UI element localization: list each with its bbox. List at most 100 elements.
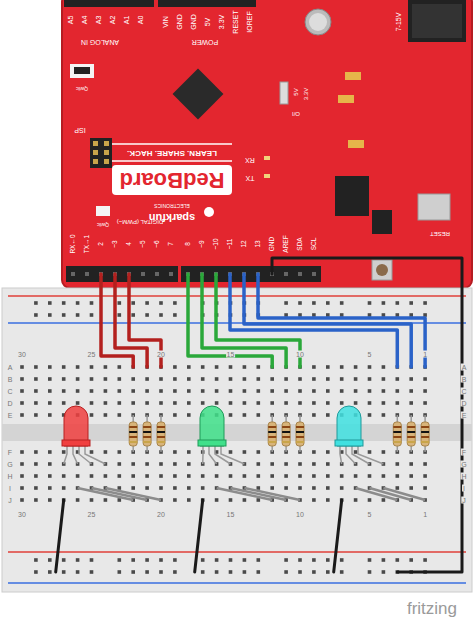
resistor-symbol xyxy=(407,422,415,446)
breadboard-hole xyxy=(118,365,122,369)
breadboard-hole xyxy=(368,301,372,305)
breadboard-hole xyxy=(62,450,66,454)
breadboard-hole xyxy=(354,389,358,393)
breadboard-hole xyxy=(326,570,330,574)
logo-box xyxy=(112,165,232,195)
breadboard-hole xyxy=(159,558,163,562)
resistor-band xyxy=(282,426,290,428)
pin-label: 5V xyxy=(204,18,211,27)
pin-label: 2 xyxy=(98,242,105,246)
breadboard-hole xyxy=(284,486,288,490)
resistor-band xyxy=(268,431,276,433)
section-label: ANALOG IN xyxy=(81,39,119,46)
column-number: 20 xyxy=(156,351,166,358)
breadboard-hole xyxy=(215,377,219,381)
section-label: POWER xyxy=(192,39,218,46)
breadboard-hole xyxy=(396,558,400,562)
led-leg xyxy=(340,446,342,464)
breadboard-hole xyxy=(270,389,274,393)
breadboard-hole xyxy=(284,301,288,305)
resistor-band xyxy=(129,436,137,438)
breadboard-hole xyxy=(118,389,122,393)
breadboard-hole xyxy=(368,474,372,478)
voltage-switch xyxy=(280,82,288,104)
resistor-band xyxy=(296,436,304,438)
breadboard-hole xyxy=(298,570,302,574)
breadboard-hole xyxy=(382,558,386,562)
breadboard-hole xyxy=(257,474,261,478)
pin-label: ~9 xyxy=(199,240,206,247)
breadboard-hole xyxy=(34,401,38,405)
breadboard-hole xyxy=(131,301,135,305)
usb-connector xyxy=(418,194,450,220)
led-leg xyxy=(358,446,383,464)
breadboard-hole xyxy=(409,462,413,466)
breadboard-hole xyxy=(201,558,205,562)
breadboard-hole xyxy=(368,401,372,405)
resistor-band xyxy=(129,426,137,428)
breadboard-hole xyxy=(396,389,400,393)
pin-label: 4 xyxy=(126,242,133,246)
breadboard-hole xyxy=(284,474,288,478)
breadboard-hole xyxy=(187,413,191,417)
watermark: fritzing xyxy=(407,600,457,617)
resistor-band xyxy=(157,431,165,433)
breadboard-hole xyxy=(145,462,149,466)
breadboard-hole xyxy=(354,498,358,502)
brand-name: ELECTRONICS xyxy=(154,203,190,208)
breadboard-hole xyxy=(423,462,427,466)
resistor-symbol xyxy=(296,422,304,446)
breadboard-hole xyxy=(215,401,219,405)
breadboard-hole xyxy=(62,558,66,562)
breadboard-hole xyxy=(284,570,288,574)
breadboard-hole xyxy=(76,474,80,478)
header-pin xyxy=(312,272,316,276)
breadboard-hole xyxy=(368,413,372,417)
resistor-band xyxy=(393,436,401,438)
breadboard-hole xyxy=(382,450,386,454)
breadboard-hole xyxy=(257,498,261,502)
breadboard-hole xyxy=(382,474,386,478)
breadboard-hole xyxy=(396,301,400,305)
breadboard-hole xyxy=(62,301,66,305)
breadboard-hole xyxy=(243,450,247,454)
circuit-parts xyxy=(62,272,429,500)
breadboard-hole xyxy=(34,313,38,317)
breadboard-hole xyxy=(215,474,219,478)
breadboard-hole xyxy=(326,498,330,502)
breadboard-hole xyxy=(340,401,344,405)
breadboard-hole xyxy=(173,301,177,305)
breadboard-hole xyxy=(20,474,24,478)
breadboard-hole xyxy=(159,313,163,317)
breadboard-hole xyxy=(187,450,191,454)
redboard xyxy=(62,0,472,288)
rgb-led xyxy=(335,440,363,446)
breadboard-hole xyxy=(243,389,247,393)
qwiic-connector xyxy=(96,206,110,216)
breadboard-hole xyxy=(131,377,135,381)
breadboard-hole xyxy=(48,486,52,490)
breadboard-hole xyxy=(48,570,52,574)
breadboard-hole xyxy=(201,486,205,490)
qwiic-connector xyxy=(74,67,90,74)
jumper-wire xyxy=(56,258,462,572)
breadboard-hole xyxy=(382,570,386,574)
breadboard-hole xyxy=(201,365,205,369)
breadboard-hole xyxy=(423,301,427,305)
breadboard-hole xyxy=(382,389,386,393)
breadboard-hole xyxy=(312,558,316,562)
breadboard-hole xyxy=(118,450,122,454)
breadboard-hole xyxy=(104,450,108,454)
breadboard-hole xyxy=(90,450,94,454)
resistor-band xyxy=(268,436,276,438)
breadboard-hole xyxy=(340,301,344,305)
breadboard-hole xyxy=(326,301,330,305)
status-led xyxy=(264,174,270,178)
led-label: TX xyxy=(246,175,255,182)
led-leg xyxy=(64,446,67,464)
breadboard-hole xyxy=(76,401,80,405)
breadboard-hole xyxy=(104,474,108,478)
breadboard-hole xyxy=(159,301,163,305)
breadboard-hole xyxy=(298,462,302,466)
breadboard-hole xyxy=(284,401,288,405)
